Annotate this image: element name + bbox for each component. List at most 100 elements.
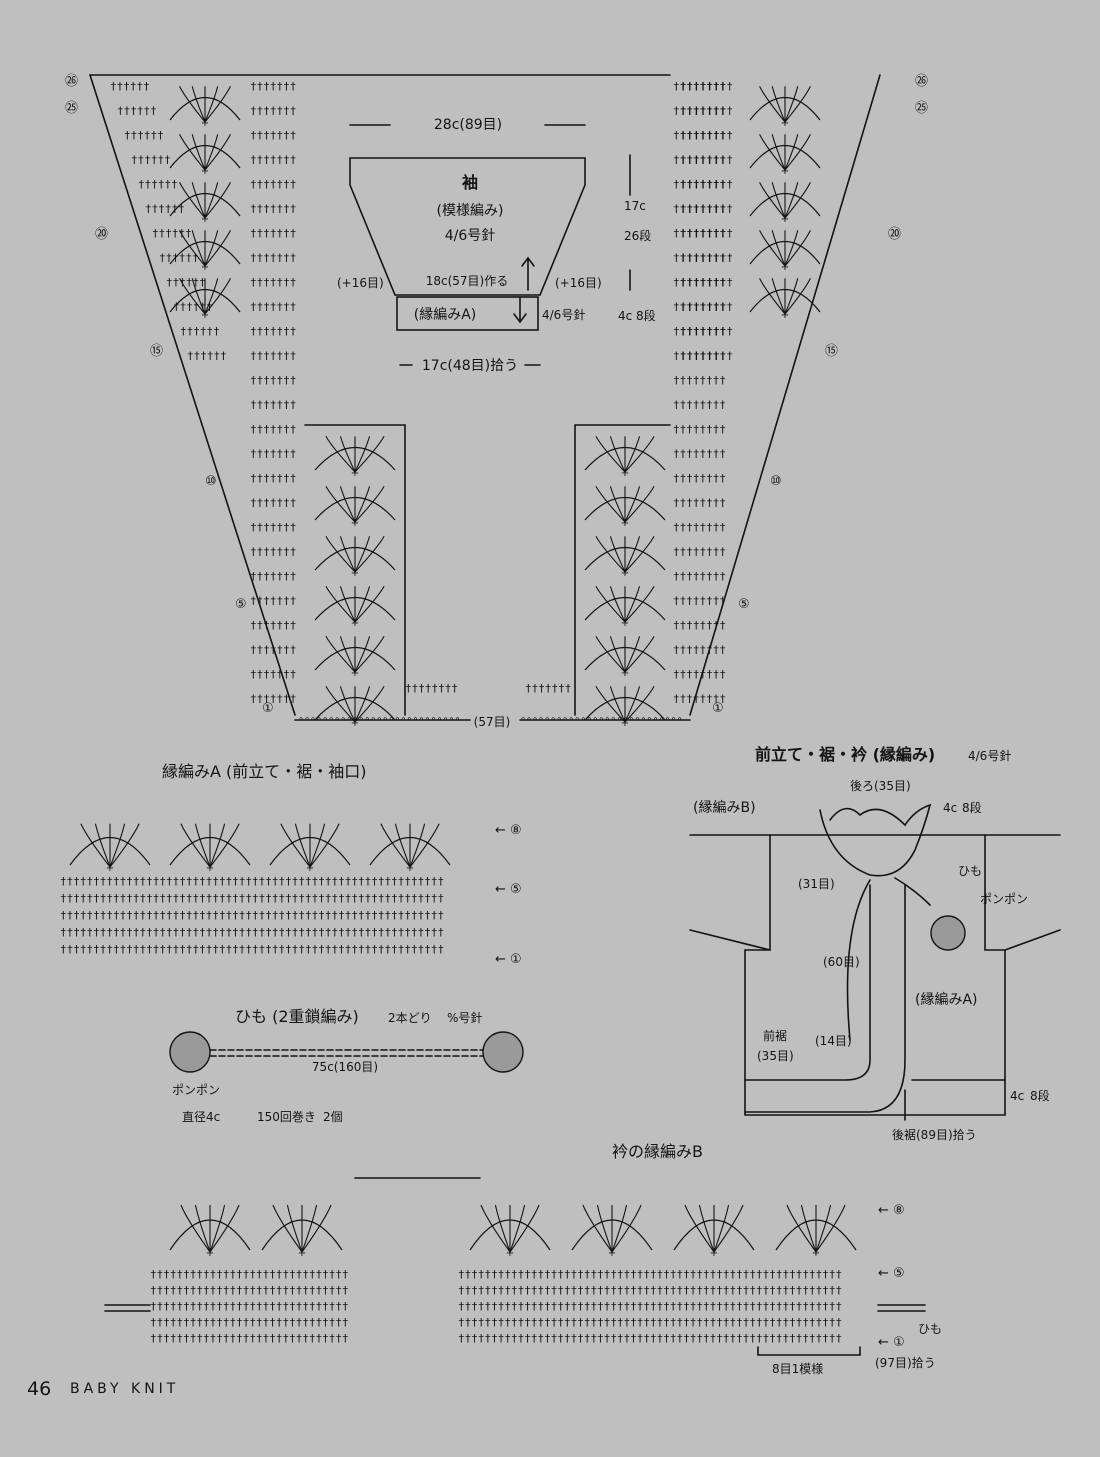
left-column-stitches: ††††††† <box>250 497 296 510</box>
collar-b-fan-mark: + <box>710 1248 718 1259</box>
left-top-motif-petal <box>204 182 219 219</box>
assembly-tie-label: ひも <box>958 864 982 878</box>
right-column-stitches: †††††††† <box>673 521 726 534</box>
collar-b-fan-petal <box>286 1204 303 1253</box>
left-edge-stitches: †††††† <box>117 105 157 118</box>
collar-b-fan-petal <box>698 1204 715 1253</box>
left-front-motif-petal <box>325 485 356 523</box>
assembly-collar-edging: (縁編みB) <box>693 800 756 816</box>
left-top-motif-petal <box>204 230 231 267</box>
left-front-motif-mark: + <box>351 518 359 529</box>
collar-b-fan-petal <box>684 1204 715 1253</box>
collar-b-fan-petal <box>815 1204 846 1253</box>
edging-a-fan-petal <box>109 823 126 868</box>
sleeve-cuff-outline <box>396 296 539 331</box>
edging-a-row-marker: ← ① <box>495 952 522 967</box>
edging-a-row: ††††††††††††††††††††††††††††††††††††††††… <box>60 875 444 888</box>
right-column-stitches: †††††††† <box>673 399 726 412</box>
right-edge-stitches: †††††††† <box>680 227 733 240</box>
right-front-motif-petal <box>609 586 626 623</box>
collar-b-fan-petal <box>611 1204 642 1253</box>
cord-strands: 2本どり <box>388 1011 432 1025</box>
collar-b-fan-mark: + <box>608 1248 616 1259</box>
left-column-stitches: ††††††† <box>250 276 296 289</box>
row-marker-left: ㉖ <box>65 74 78 89</box>
right-column-stitches: †††††††† <box>673 570 726 583</box>
collar-b-fan-petal <box>786 1204 817 1253</box>
right-top-motif-petal <box>784 278 799 315</box>
left-top-motif-petal <box>204 230 219 267</box>
left-edge-stitches: †††††† <box>187 350 227 363</box>
right-front-motif-petal <box>624 636 641 673</box>
right-base-stitches: ††††††† <box>525 682 571 695</box>
pompom-left <box>169 1031 211 1073</box>
left-column-stitches: ††††††† <box>250 105 296 118</box>
right-top-motif-petal <box>771 134 786 171</box>
row-marker-right: ① <box>712 701 724 716</box>
right-top-motif-petal <box>784 182 799 219</box>
edging-a-row: ††††††††††††††††††††††††††††††††††††††††… <box>60 926 444 939</box>
edging-a-fan-petal <box>309 823 340 868</box>
left-front-motif-petal <box>325 685 356 723</box>
down-arrow <box>513 296 527 324</box>
right-front-motif-petal <box>595 685 626 723</box>
left-front-motif-petal <box>354 586 371 623</box>
left-front-motif-petal <box>339 436 356 473</box>
left-front-motif-petal <box>354 685 385 723</box>
assembly-front-hem: 前裾 <box>763 1028 787 1043</box>
left-top-motif-petal <box>204 278 231 315</box>
right-front-motif-mark: + <box>621 668 629 679</box>
collar-b-fan-petal <box>301 1204 318 1253</box>
left-edge-stitches: †††††† <box>124 129 164 142</box>
right-column-stitches: †††††††† <box>673 497 726 510</box>
left-edge-stitches: †††††† <box>152 227 192 240</box>
row-marker-right: ㉕ <box>915 101 928 116</box>
left-front-motif-petal <box>339 636 356 673</box>
sleeve-edging: (縁編みA) <box>414 307 477 323</box>
right-column-stitches: †††††††† <box>673 178 726 191</box>
left-front-motif-mark: + <box>351 468 359 479</box>
left-front-motif-petal <box>354 485 385 523</box>
row-marker-left: ⑩ <box>205 474 217 489</box>
right-edge-stitches: †††††††† <box>680 203 733 216</box>
right-top-motif-petal <box>759 278 786 315</box>
right-front-motif-mark: + <box>621 468 629 479</box>
left-top-motif-mark: + <box>201 310 209 321</box>
right-front-motif-petal <box>624 685 655 723</box>
collar-b-row-marker: ← ⑧ <box>878 1203 905 1218</box>
left-column-stitches: ††††††† <box>250 325 296 338</box>
row-marker-right: ⑳ <box>888 227 901 242</box>
right-top-motif-petal <box>759 134 786 171</box>
sleeve-edge-rows: 8段 <box>636 308 656 323</box>
right-top-motif-petal <box>784 86 811 123</box>
right-front-motif-petal <box>609 686 626 723</box>
pompom-wraps: 150回巻き <box>257 1110 316 1124</box>
collar-b-row: ††††††††††††††††††††††††††††††††††††††††… <box>458 1316 842 1329</box>
left-top-motif-petal <box>179 278 206 315</box>
right-front-motif-petal <box>595 585 626 623</box>
left-column-stitches: ††††††† <box>250 227 296 240</box>
right-edge-stitches: †††††††† <box>680 252 733 265</box>
left-edge-stitches: †††††† <box>159 252 199 265</box>
right-front-motif-petal <box>624 436 641 473</box>
right-front-motif-petal <box>624 586 641 623</box>
right-column-stitches: †††††††† <box>673 619 726 632</box>
right-column-stitches: †††††††† <box>673 546 726 559</box>
right-edge-stitches: †††††††† <box>680 325 733 338</box>
collar-b-fan-petal <box>180 1204 211 1253</box>
left-top-motif-petal <box>204 134 231 171</box>
right-front-motif-petal <box>595 485 626 523</box>
body-outline <box>689 834 1061 1116</box>
collar-b-row: †††††††††††††††††††††††††††††† <box>150 1316 349 1329</box>
left-front-motif-petal <box>354 635 385 673</box>
left-top-motif-petal <box>204 278 219 315</box>
left-front-motif-petal <box>339 486 356 523</box>
collar-b-row-marker: ← ① <box>878 1335 905 1350</box>
left-top-motif-petal <box>191 134 206 171</box>
sleeve-increase-left: (+16目) <box>337 276 384 290</box>
collar-b-row: ††††††††††††††††††††††††††††††††††††††††… <box>458 1332 842 1345</box>
right-top-motif-mark: + <box>781 214 789 225</box>
collar-b-title: 衿の縁編みB <box>612 1142 703 1161</box>
assembly-collar-rows: 8段 <box>962 800 982 815</box>
edging-a-fan-mark: + <box>106 863 114 874</box>
